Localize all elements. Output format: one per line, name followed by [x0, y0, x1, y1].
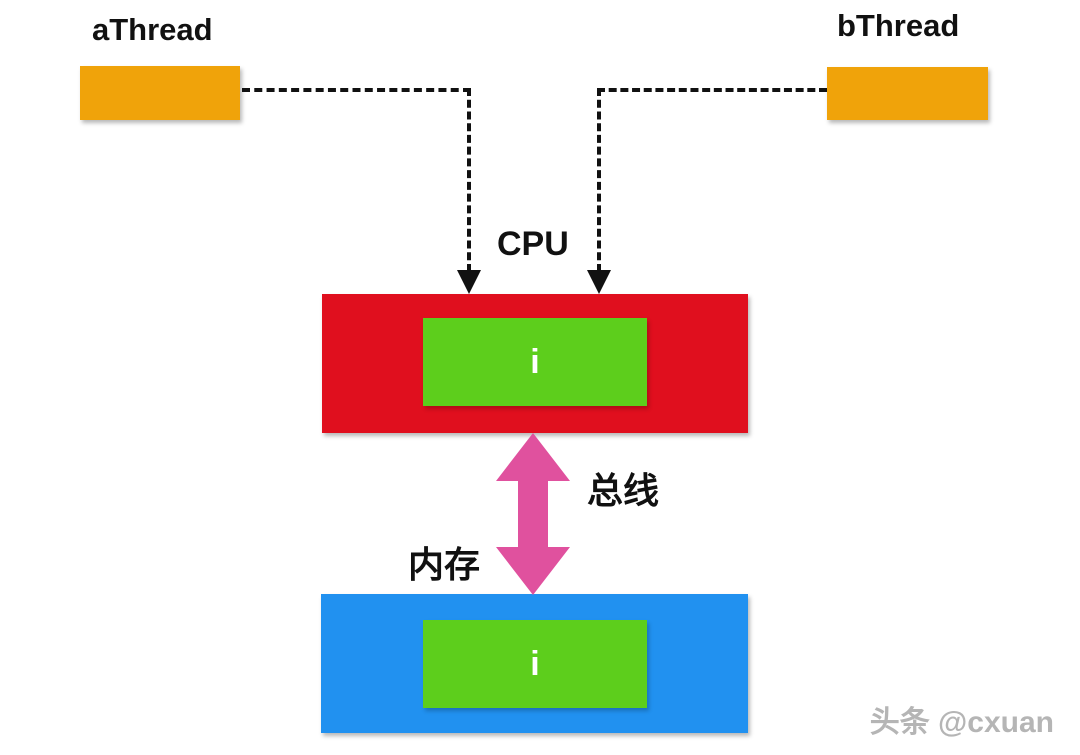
bthread-box: [827, 67, 988, 120]
arrowhead-down-icon: [457, 270, 481, 294]
arrowhead-down-icon: [587, 270, 611, 294]
bthread-cpu-connector: [597, 88, 827, 272]
memory-variable-label: i: [530, 644, 540, 683]
memory-variable-box: i: [423, 620, 647, 708]
cpu-label: CPU: [497, 225, 569, 263]
cpu-variable-label: i: [530, 342, 540, 381]
double-arrow-vertical-icon: [496, 433, 570, 595]
watermark: 头条 @cxuan: [869, 706, 1054, 739]
memory-label: 内存: [408, 544, 481, 585]
athread-box: [80, 66, 240, 120]
cpu-variable-box: i: [423, 318, 647, 406]
bthread-label: bThread: [837, 8, 960, 43]
athread-label: aThread: [92, 12, 213, 47]
bus-label: 总线: [587, 470, 660, 511]
athread-cpu-connector: [242, 88, 471, 272]
